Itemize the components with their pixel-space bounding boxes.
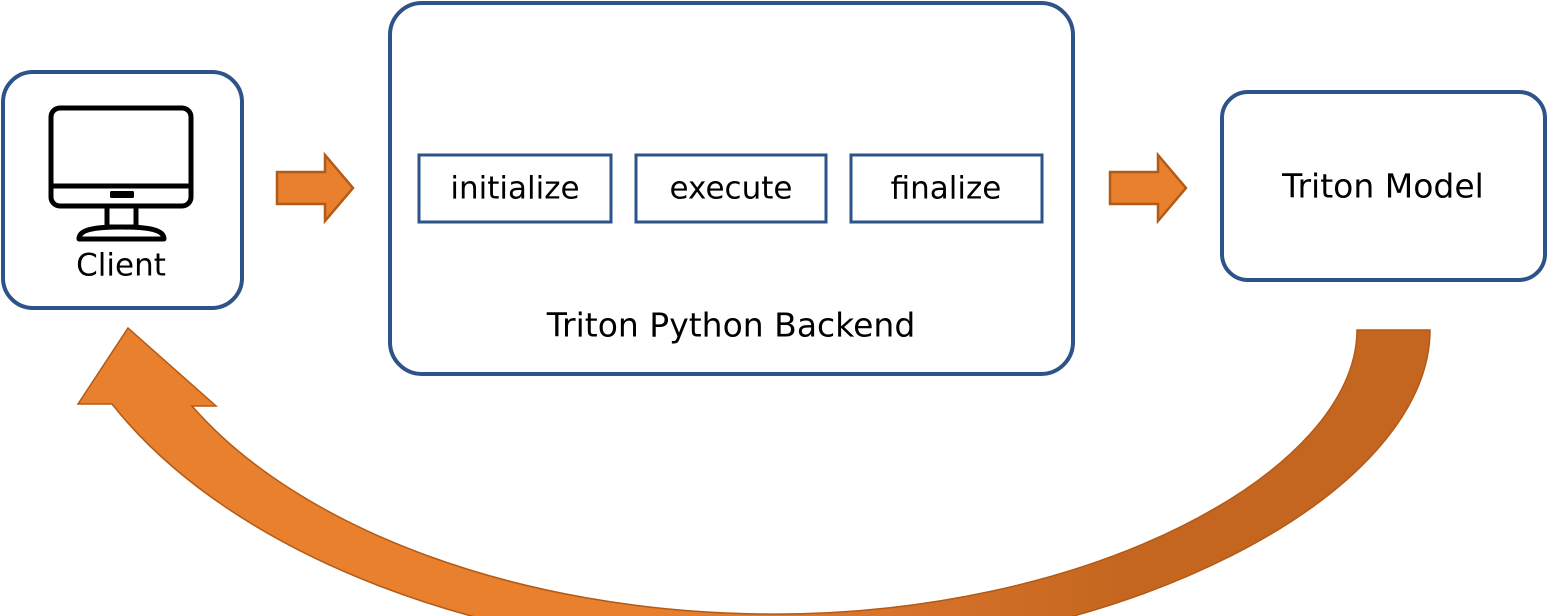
model-label: Triton Model (1281, 167, 1484, 206)
stage-initialize-box (417, 153, 613, 224)
stage-finalize-box (849, 153, 1044, 224)
stage-execute-box (634, 153, 828, 224)
backend-to-model-arrow (1108, 151, 1188, 225)
stage-initialize[interactable]: initialize (417, 153, 613, 224)
client-to-backend-arrow (275, 151, 355, 225)
model-node[interactable]: Triton Model (1220, 90, 1547, 282)
client-label: Client (76, 248, 166, 284)
model-box (1220, 90, 1547, 282)
backend-label: Triton Python Backend (546, 306, 916, 345)
model-to-client-return-arrow (76, 326, 1431, 616)
client-node[interactable]: Client (1, 70, 244, 310)
client-box (1, 70, 244, 310)
stage-finalize[interactable]: finalize (849, 153, 1044, 224)
stage-execute[interactable]: execute (634, 153, 828, 224)
stage-execute-label: execute (670, 171, 793, 207)
stage-initialize-label: initialize (450, 171, 579, 207)
desktop-monitor-icon (48, 105, 194, 242)
backend-node[interactable]: initialize execute finalize Triton Pytho… (388, 1, 1075, 376)
stage-finalize-label: finalize (891, 171, 1002, 207)
